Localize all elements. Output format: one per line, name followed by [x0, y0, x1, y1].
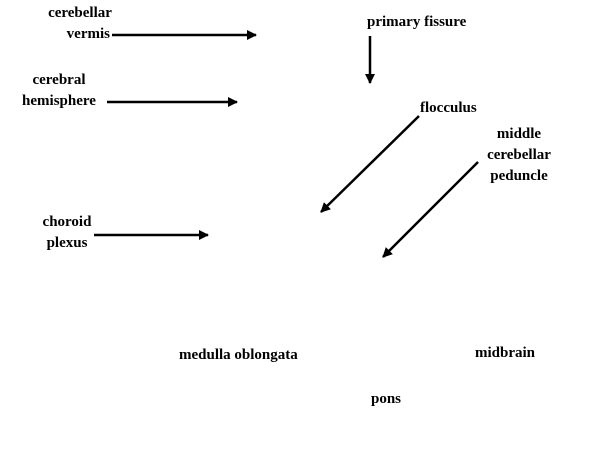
label-line: cerebellar: [48, 5, 112, 21]
label-line: choroid: [42, 214, 92, 230]
label-pons: pons: [371, 391, 402, 407]
label-medulla-oblongata: medulla oblongata: [179, 347, 298, 363]
label-line: cerebral: [32, 72, 86, 88]
arrow-flocculus: [320, 115, 420, 213]
label-line: vermis: [66, 26, 110, 42]
arrow-middle-cerebellar-peduncle: [382, 161, 479, 258]
label-middle-cerebellar-peduncle: middle cerebellar peduncle: [478, 124, 560, 187]
label-primary-fissure: primary fissure: [367, 14, 467, 30]
label-line: cerebellar: [487, 147, 551, 163]
label-cerebellar-vermis: cerebellar vermis: [40, 3, 120, 45]
label-line: plexus: [46, 235, 88, 251]
label-flocculus: flocculus: [420, 100, 477, 116]
label-cerebral-hemisphere: cerebral hemisphere: [14, 70, 104, 112]
label-choroid-plexus: choroid plexus: [32, 212, 102, 254]
label-line: peduncle: [490, 168, 548, 184]
label-line: hemisphere: [22, 93, 96, 109]
label-line: middle: [496, 126, 542, 142]
label-midbrain: midbrain: [475, 345, 536, 361]
